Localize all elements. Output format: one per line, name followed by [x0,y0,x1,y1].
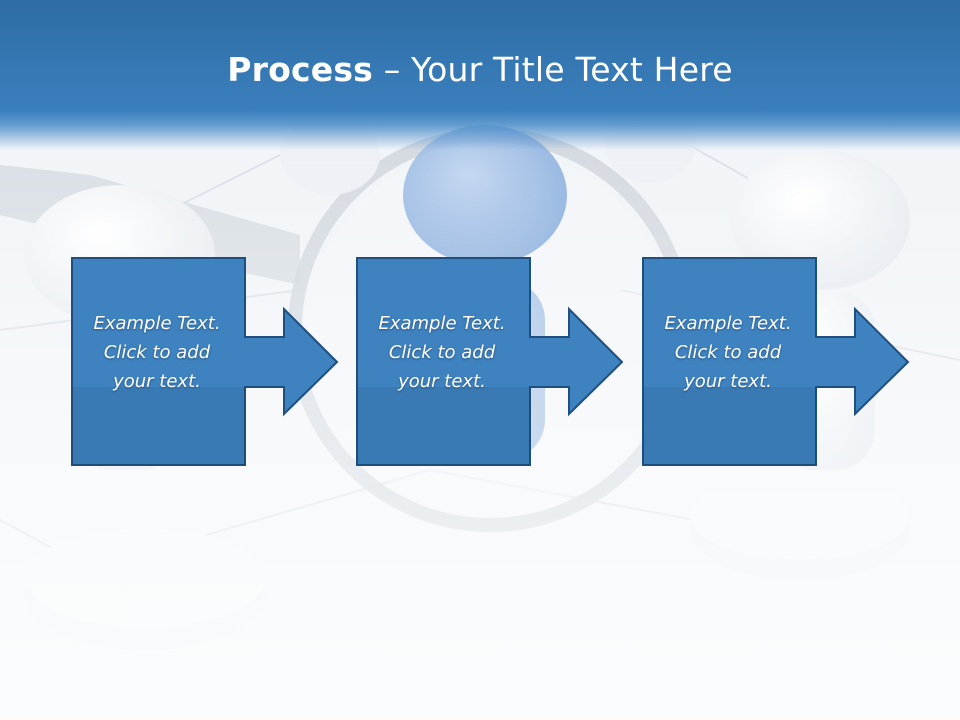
step-text[interactable]: Example Text. Click to add your text. [378,313,506,392]
process-step-2[interactable]: Example Text. Click to add your text. [356,257,704,467]
slide-title[interactable]: Process – Your Title Text Here [0,50,960,89]
step-text[interactable]: Example Text. Click to add your text. [664,313,792,392]
step-arrow-shape [71,257,339,466]
title-bar [0,0,960,150]
process-step-1[interactable]: Example Text. Click to add your text. [71,257,419,467]
title-bold: Process [227,50,374,89]
title-rest: – Your Title Text Here [373,50,733,89]
process-step-3[interactable]: Example Text. Click to add your text. [642,257,960,467]
step-text[interactable]: Example Text. Click to add your text. [93,313,221,392]
step-arrow-shape [356,257,624,466]
step-arrow-shape [642,257,910,466]
